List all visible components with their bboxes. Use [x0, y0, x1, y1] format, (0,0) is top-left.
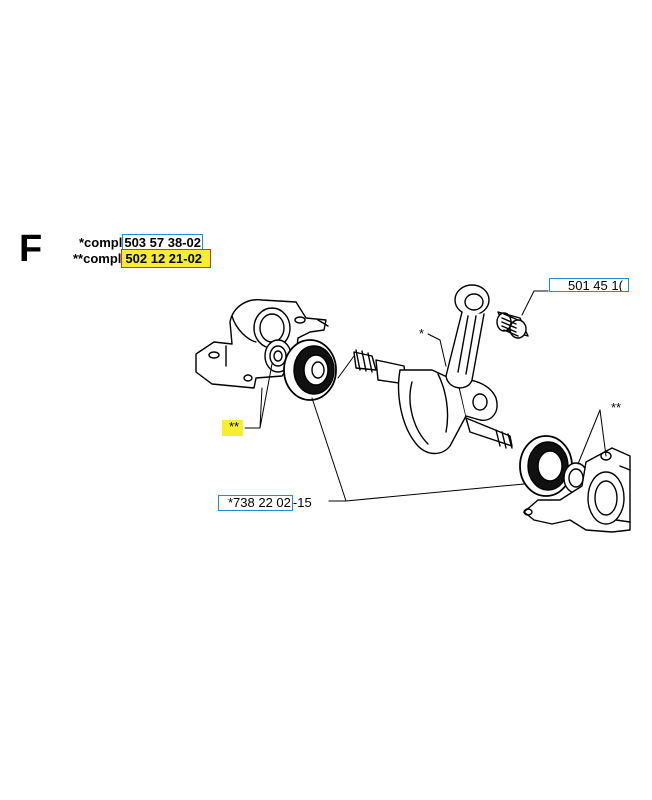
- right-ball-bearing: [519, 435, 573, 497]
- bearing-part-suffix: -15: [292, 495, 312, 510]
- left-crankcase-housing: [195, 299, 329, 389]
- section-letter: F: [19, 228, 43, 270]
- needle-bearing: [496, 311, 529, 339]
- left-ball-bearing: [283, 339, 337, 401]
- right-crankcase-housing: [523, 447, 631, 533]
- kit-number-link[interactable]: 503 57 38-02: [122, 234, 203, 251]
- bearing-part-callout: *738 22 02-15: [218, 495, 312, 511]
- right-bearing-marker: **: [611, 400, 622, 415]
- connecting-rod: [445, 284, 490, 389]
- kit-number-link-highlighted[interactable]: 502 12 21-02: [121, 249, 212, 268]
- left-seal-marker-highlighted: **: [222, 420, 244, 436]
- needle-bearing-part-number: 501 45 1(: [568, 278, 623, 292]
- kit-prefix: *compl: [79, 235, 123, 250]
- needle-bearing-part-link[interactable]: 501 45 1(: [549, 278, 629, 292]
- crankshaft: [353, 349, 513, 455]
- bearing-part-link[interactable]: *738 22 02: [218, 495, 293, 511]
- kit-prefix: **compl: [73, 251, 122, 266]
- crankshaft-marker: *: [419, 326, 425, 341]
